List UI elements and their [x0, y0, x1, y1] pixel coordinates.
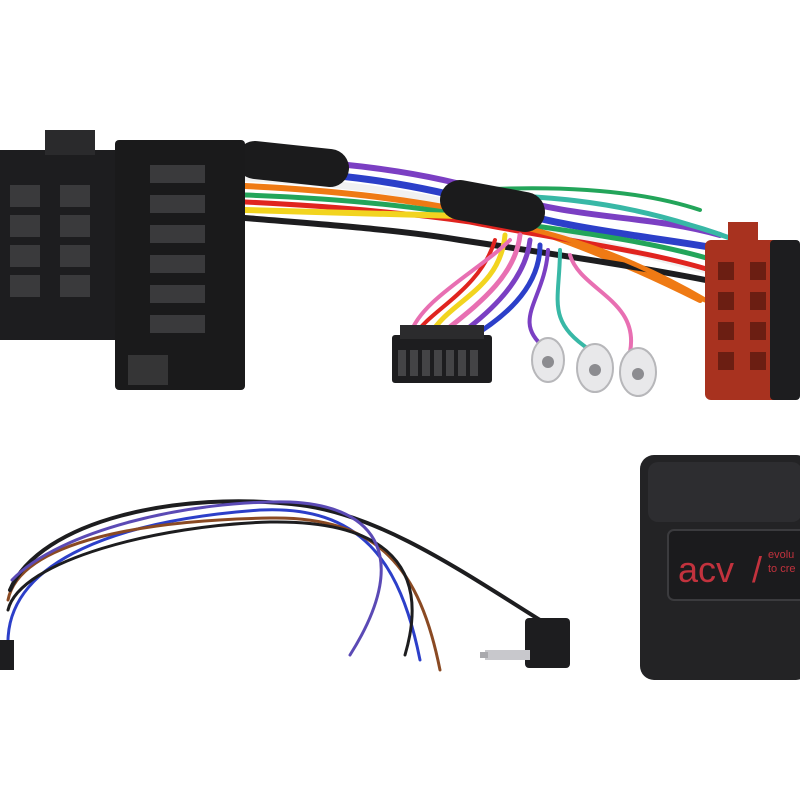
- slogan-line-1: evolu: [768, 549, 794, 561]
- slogan-line-2: to cre: [768, 563, 796, 575]
- quadlock-connector: [0, 130, 245, 390]
- ring-terminals: [531, 337, 657, 397]
- audio-jack-plug: [480, 618, 570, 668]
- interface-box: acv / evolu to cre: [640, 455, 800, 680]
- iso-connector-red: [705, 222, 780, 400]
- radio-plug-connector: [392, 325, 492, 383]
- wire-harness: [236, 141, 743, 354]
- brand-slash: /: [752, 549, 762, 590]
- iso-connector-black: [770, 240, 800, 400]
- small-2pin-connector: [0, 640, 14, 670]
- brand-logo-text: acv: [678, 549, 734, 590]
- steering-wire-lead: [6, 499, 542, 672]
